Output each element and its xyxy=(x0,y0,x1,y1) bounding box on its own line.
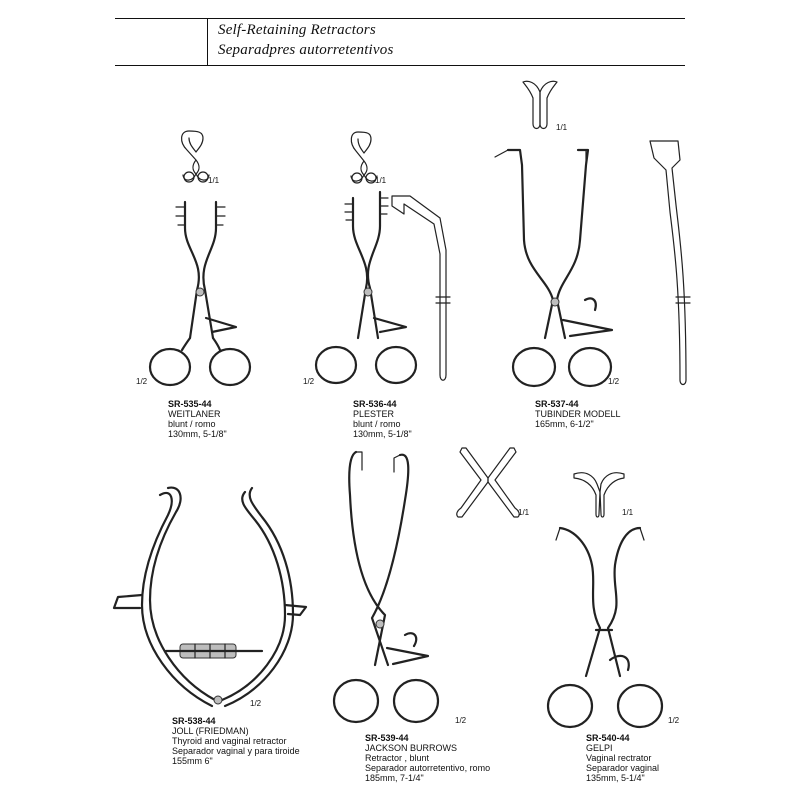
product-code: SR-537-44 xyxy=(535,399,579,409)
scale-label-537-small: 1/1 xyxy=(556,123,568,132)
header-bottom-rule xyxy=(115,65,685,66)
scale-label-538-large: 1/2 xyxy=(250,699,262,708)
product-description-spanish: Separador vaginal xyxy=(586,763,660,773)
product-code: SR-539-44 xyxy=(365,733,409,743)
tubinder-retractor xyxy=(494,140,691,388)
product-description-spanish: Separador autorretentivo, romo xyxy=(365,763,491,773)
weitlaner-retractor xyxy=(148,200,252,387)
caption-sr-538-44: SR-538-44 JOLL (FRIEDMAN) Thyroid and va… xyxy=(172,716,300,766)
scale-label-536-large: 1/2 xyxy=(303,377,315,386)
product-description: Retractor , blunt xyxy=(365,753,430,763)
product-size: 130mm, 5-1/8" xyxy=(168,429,227,439)
tubinder-tip-detail xyxy=(522,80,558,130)
product-description-spanish: Separador vaginal y para tiroide xyxy=(172,746,300,756)
product-code: SR-540-44 xyxy=(586,733,630,743)
product-size: 130mm, 5-1/8" xyxy=(353,429,412,439)
product-name: WEITLANER xyxy=(168,409,221,419)
product-code: SR-538-44 xyxy=(172,716,216,726)
scale-label-540-large: 1/2 xyxy=(668,716,680,725)
product-name: JOLL (FRIEDMAN) xyxy=(172,726,249,736)
scale-label-535-small: 1/1 xyxy=(208,176,220,185)
page-title-spanish: Separadpres autorretentivos xyxy=(218,42,394,58)
weitlaner-tip-detail xyxy=(181,130,210,183)
gelpi-retractor xyxy=(546,526,664,729)
product-description: blunt / romo xyxy=(168,419,216,429)
plester-retractor xyxy=(314,190,451,385)
plester-tip-detail xyxy=(350,131,378,184)
product-size: 165mm, 6-1/2" xyxy=(535,419,594,429)
gelpi-tip-detail xyxy=(573,472,625,518)
scale-label-539-small: 1/1 xyxy=(518,508,530,517)
header-top-rule xyxy=(115,18,685,19)
product-name: JACKSON BURROWS xyxy=(365,743,458,753)
product-name: PLESTER xyxy=(353,409,395,419)
product-size: 135mm, 5-1/4" xyxy=(586,773,645,783)
product-size: 185mm, 7-1/4" xyxy=(365,773,424,783)
jackson-burrows-retractor xyxy=(332,450,440,724)
caption-sr-536-44: SR-536-44 PLESTER blunt / romo 130mm, 5-… xyxy=(353,399,412,439)
joll-retractor xyxy=(112,486,308,708)
caption-sr-539-44: SR-539-44 JACKSON BURROWS Retractor , bl… xyxy=(365,733,490,783)
product-code: SR-535-44 xyxy=(168,399,212,409)
scale-label-540-small: 1/1 xyxy=(622,508,634,517)
product-name: GELPI xyxy=(586,743,613,753)
caption-sr-537-44: SR-537-44 TUBINDER MODELL 165mm, 6-1/2" xyxy=(535,399,621,429)
jackson-burrows-tip-detail xyxy=(456,447,520,518)
product-name: TUBINDER MODELL xyxy=(535,409,621,419)
page-title-english: Self-Retaining Retractors xyxy=(218,22,376,38)
product-description: Thyroid and vaginal retractor xyxy=(172,736,287,746)
caption-sr-540-44: SR-540-44 GELPI Vaginal rectrator Separa… xyxy=(586,733,659,783)
product-description: blunt / romo xyxy=(353,419,401,429)
scale-label-537-large: 1/2 xyxy=(608,377,620,386)
caption-sr-535-44: SR-535-44 WEITLANER blunt / romo 130mm, … xyxy=(168,399,227,439)
header-divider xyxy=(207,18,208,65)
scale-label-539-large: 1/2 xyxy=(455,716,467,725)
scale-label-536-small: 1/1 xyxy=(375,176,387,185)
product-description: Vaginal rectrator xyxy=(586,753,652,763)
scale-label-535-large: 1/2 xyxy=(136,377,148,386)
product-code: SR-536-44 xyxy=(353,399,397,409)
product-size: 155mm 6" xyxy=(172,756,213,766)
